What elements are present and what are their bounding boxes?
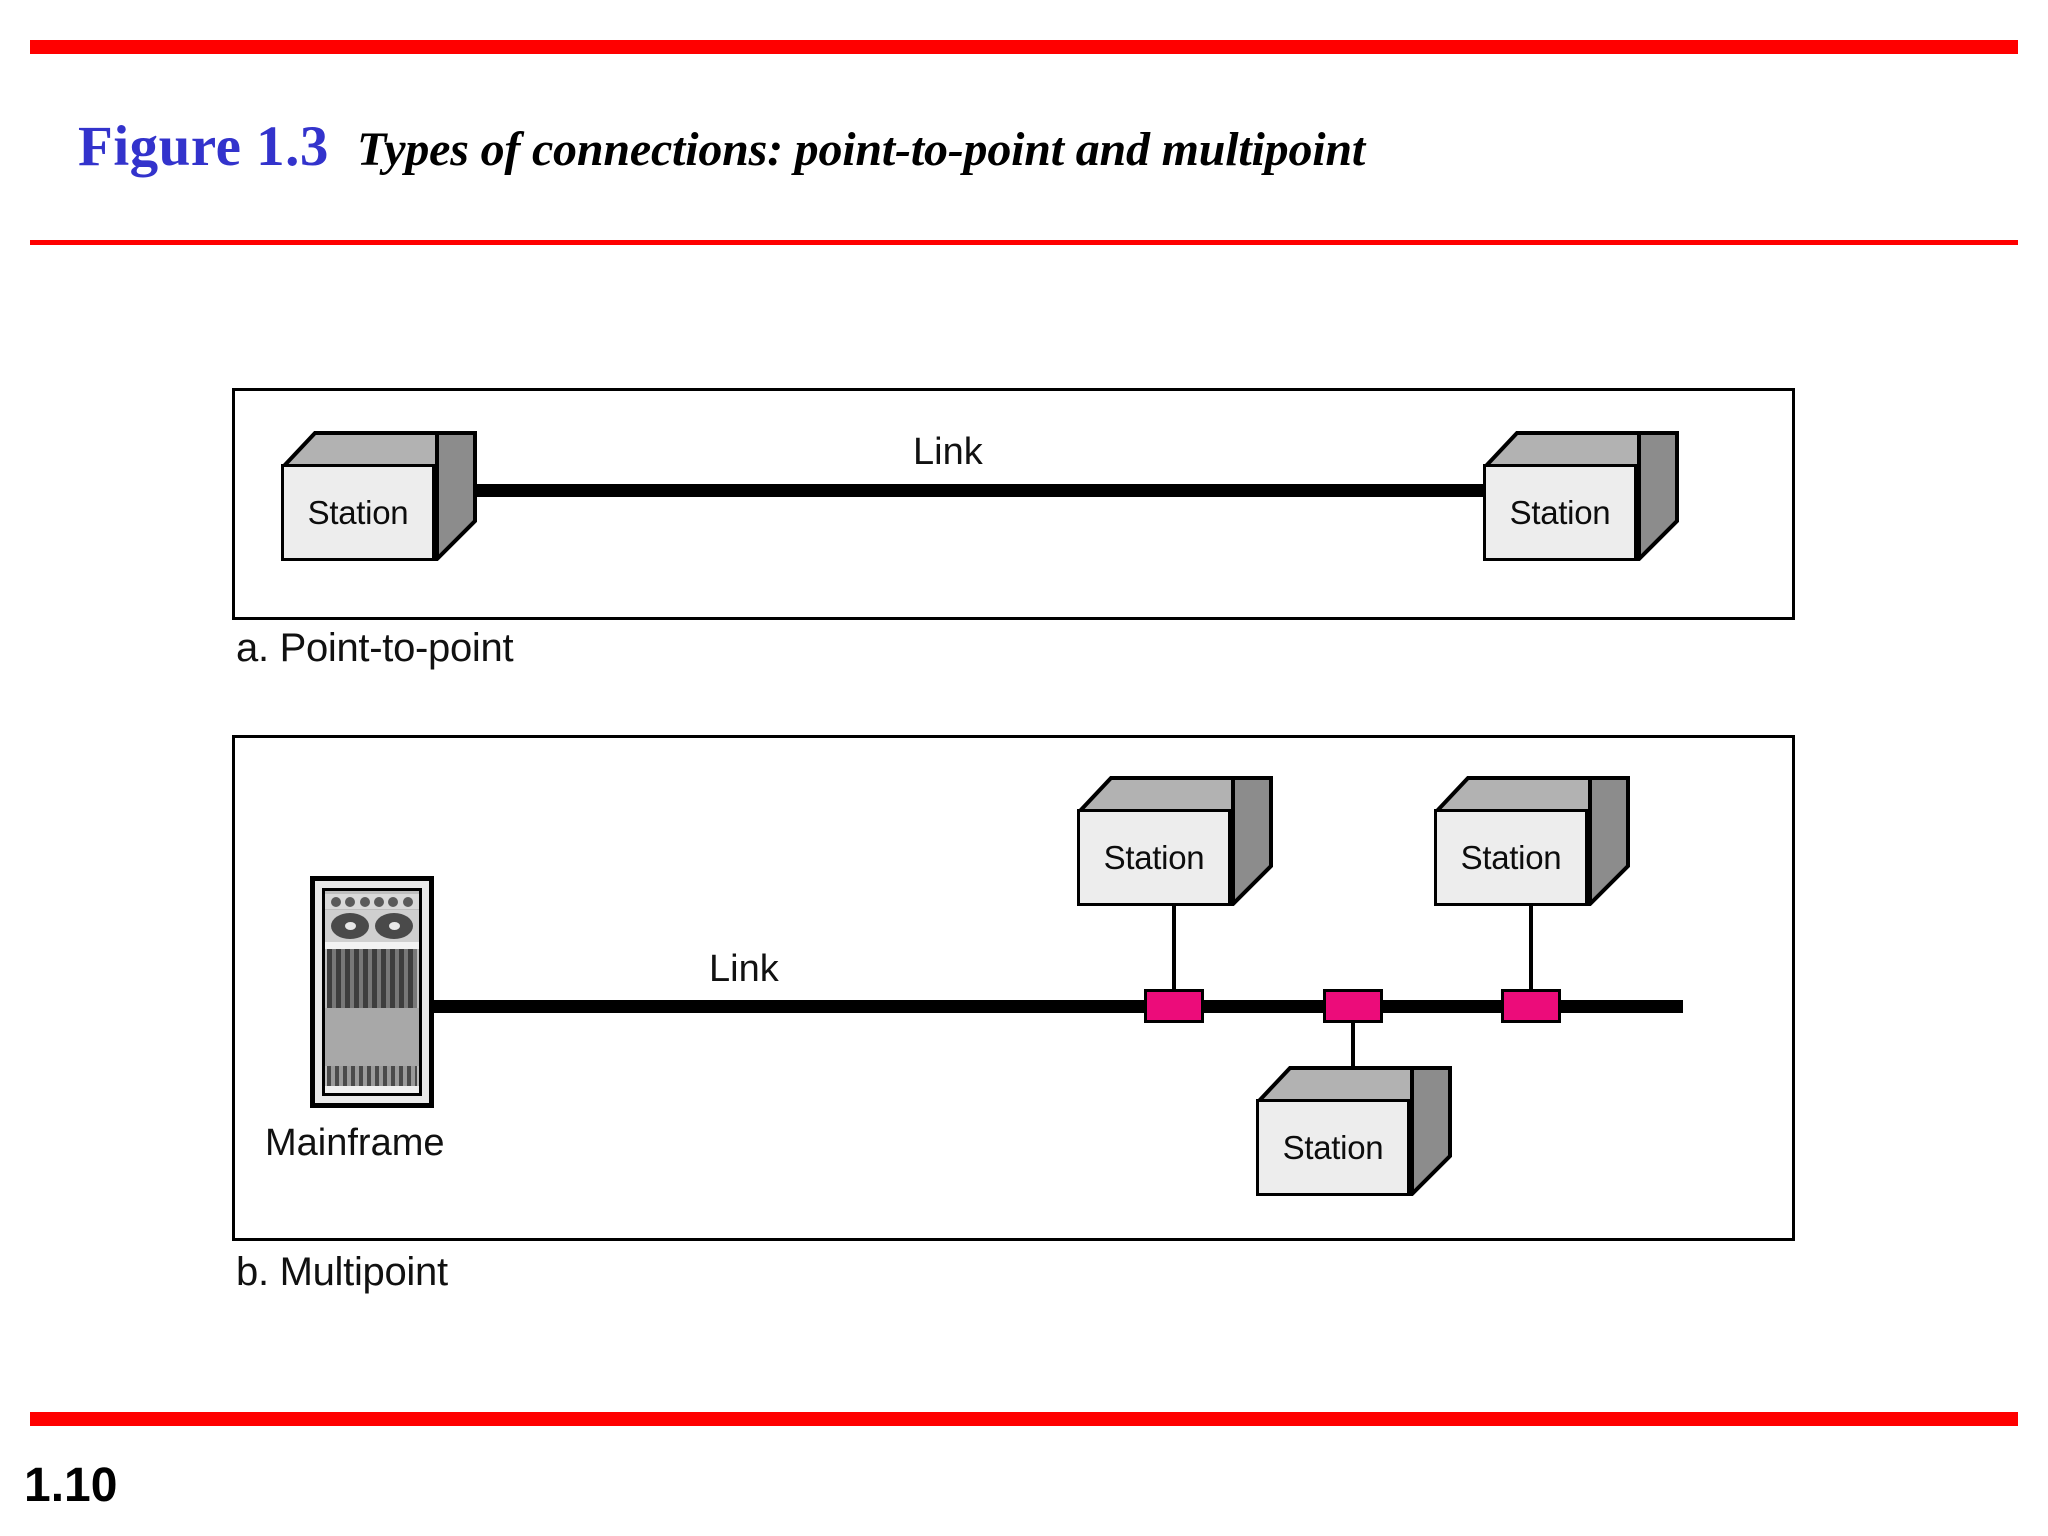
station-box-front-face: Station	[1483, 464, 1637, 561]
link-line-b	[423, 1000, 1683, 1013]
station-label: Station	[1509, 493, 1611, 531]
mainframe-upper-vents	[327, 949, 417, 1008]
mainframe-icon	[310, 876, 434, 1108]
mainframe-body	[322, 888, 422, 1096]
page-title: Figure 1.3 Types of connections: point-to…	[78, 118, 1365, 175]
mainframe-panel-blank	[325, 1008, 419, 1066]
drop-line-station-3	[1529, 906, 1533, 1002]
tap-2	[1323, 989, 1383, 1023]
station-box-side-face-icon	[1231, 776, 1273, 906]
station-box-side-face-icon	[435, 431, 477, 561]
title-red-rule	[30, 240, 2018, 245]
drop-line-station-1	[1172, 906, 1176, 1002]
station-box-front-face: Station	[1434, 809, 1588, 906]
tap-3	[1501, 989, 1561, 1023]
panel-multipoint: Link Station Station	[232, 735, 1795, 1241]
bottom-red-rule	[30, 1412, 2018, 1426]
mainframe-tape-reels	[325, 910, 419, 942]
link-line-a	[395, 484, 1485, 497]
station-box-upper-right-b: Station	[1434, 776, 1630, 906]
station-box-front-face: Station	[281, 464, 435, 561]
station-box-right-a: Station	[1483, 431, 1679, 561]
mainframe-label: Mainframe	[265, 1122, 445, 1164]
mainframe-base	[325, 1086, 419, 1093]
station-label: Station	[307, 493, 409, 531]
caption-point-to-point: a. Point-to-point	[236, 626, 514, 670]
link-label-a: Link	[913, 431, 983, 473]
link-label-b: Link	[709, 948, 779, 990]
mainframe-divider	[325, 942, 419, 949]
panel-point-to-point: Link Station Station	[232, 388, 1795, 620]
station-box-lower-center-b: Station	[1256, 1066, 1452, 1196]
caption-multipoint: b. Multipoint	[236, 1250, 448, 1294]
mainframe-indicator-lights	[325, 894, 419, 909]
station-box-side-face-icon	[1410, 1066, 1452, 1196]
top-red-rule	[30, 40, 2018, 54]
drop-line-station-2	[1351, 1000, 1355, 1098]
station-box-side-face-icon	[1637, 431, 1679, 561]
station-box-left-a: Station	[281, 431, 477, 561]
tap-1	[1144, 989, 1204, 1023]
figure-number: Figure 1.3	[78, 115, 329, 178]
station-box-front-face: Station	[1077, 809, 1231, 906]
figure-caption: Types of connections: point-to-point and…	[356, 123, 1366, 176]
station-label: Station	[1460, 838, 1562, 876]
station-box-front-face: Station	[1256, 1099, 1410, 1196]
page-number: 1.10	[24, 1459, 118, 1512]
station-label: Station	[1282, 1128, 1384, 1166]
station-box-side-face-icon	[1588, 776, 1630, 906]
station-label: Station	[1103, 838, 1205, 876]
station-box-upper-left-b: Station	[1077, 776, 1273, 906]
